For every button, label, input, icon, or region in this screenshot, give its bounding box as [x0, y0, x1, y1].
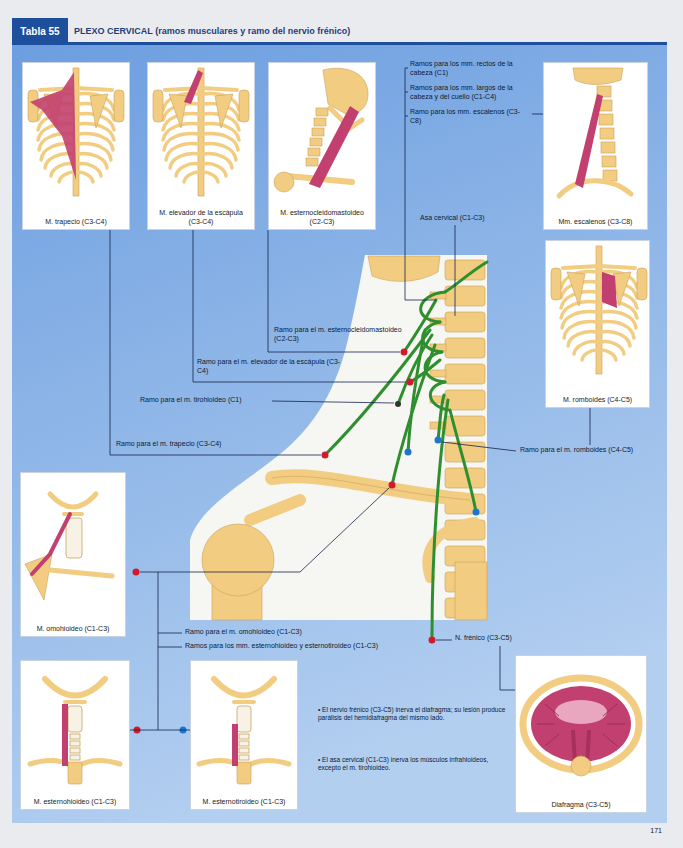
- muscle-panel: Diafragma (C3-C5): [515, 655, 647, 813]
- muscle-caption: M. esternocleidomastoideo (C2-C3): [273, 209, 371, 226]
- muscle-caption: Diafragma (C3-C5): [520, 801, 642, 809]
- nerve-label: Ramo para el m. romboides (C4-C5): [520, 446, 660, 455]
- nerve-label: Ramo para el m. tirohioideo (C1): [140, 396, 270, 405]
- muscle-caption: M. esternohioideo (C1-C3): [25, 798, 125, 806]
- muscle-panel: M. romboides (C4-C5): [545, 240, 650, 408]
- page-title: PLEXO CERVICAL (ramos musculares y ramo …: [74, 26, 350, 36]
- muscle-caption: M. esternotiroideo (C1-C3): [195, 798, 293, 806]
- muscle-caption: M. romboides (C4-C5): [550, 396, 645, 404]
- nerve-label: Ramo para los mm. escalenos (C3-C8): [410, 108, 530, 125]
- nerve-label: Ramos para los mm. largos de la cabeza y…: [410, 84, 530, 101]
- muscle-panel: M. elevador de la escápula (C3-C4): [147, 62, 255, 230]
- note-text: • El nervio frénico (C3-C5) inerva el di…: [318, 706, 506, 722]
- muscle-panel: M. esternohioideo (C1-C3): [20, 660, 130, 810]
- note-text: • El asa cervical (C1-C3) inerva los mús…: [318, 756, 506, 772]
- nerve-label: Ramos para los mm. esternohioideo y este…: [185, 642, 425, 651]
- table-tab: Tabla 55: [12, 18, 68, 44]
- table-number: Tabla 55: [20, 26, 59, 37]
- muscle-panel: Mm. escalenos (C3-C8): [543, 62, 648, 230]
- muscle-panel: M. esternocleidomastoideo (C2-C3): [268, 62, 376, 230]
- nerve-label: Asa cervical (C1-C3): [420, 214, 510, 223]
- muscle-panel: M. omohioideo (C1-C3): [20, 472, 126, 637]
- muscle-caption: Mm. escalenos (C3-C8): [548, 218, 643, 226]
- nerve-label: Ramo para el m. omohioideo (C1-C3): [185, 628, 385, 637]
- muscle-caption: M. elevador de la escápula (C3-C4): [152, 209, 250, 226]
- nerve-label: Ramo para el m. esternocleidomastoideo (…: [274, 326, 402, 343]
- muscle-caption: M. trapecio (C3-C4): [27, 218, 125, 226]
- nerve-label: N. frénico (C3-C5): [455, 634, 555, 643]
- muscle-panel: M. esternotiroideo (C1-C3): [190, 660, 298, 810]
- muscle-panel: M. trapecio (C3-C4): [22, 62, 130, 230]
- nerve-label: Ramo para el m. elevador de la escápula …: [197, 358, 347, 375]
- page-number: 171: [630, 827, 662, 836]
- nerve-label: Ramo para el m. trapecio (C3-C4): [116, 440, 276, 449]
- muscle-caption: M. omohioideo (C1-C3): [25, 625, 121, 633]
- nerve-label: Ramos para los mm. rectos de la cabeza (…: [410, 60, 530, 77]
